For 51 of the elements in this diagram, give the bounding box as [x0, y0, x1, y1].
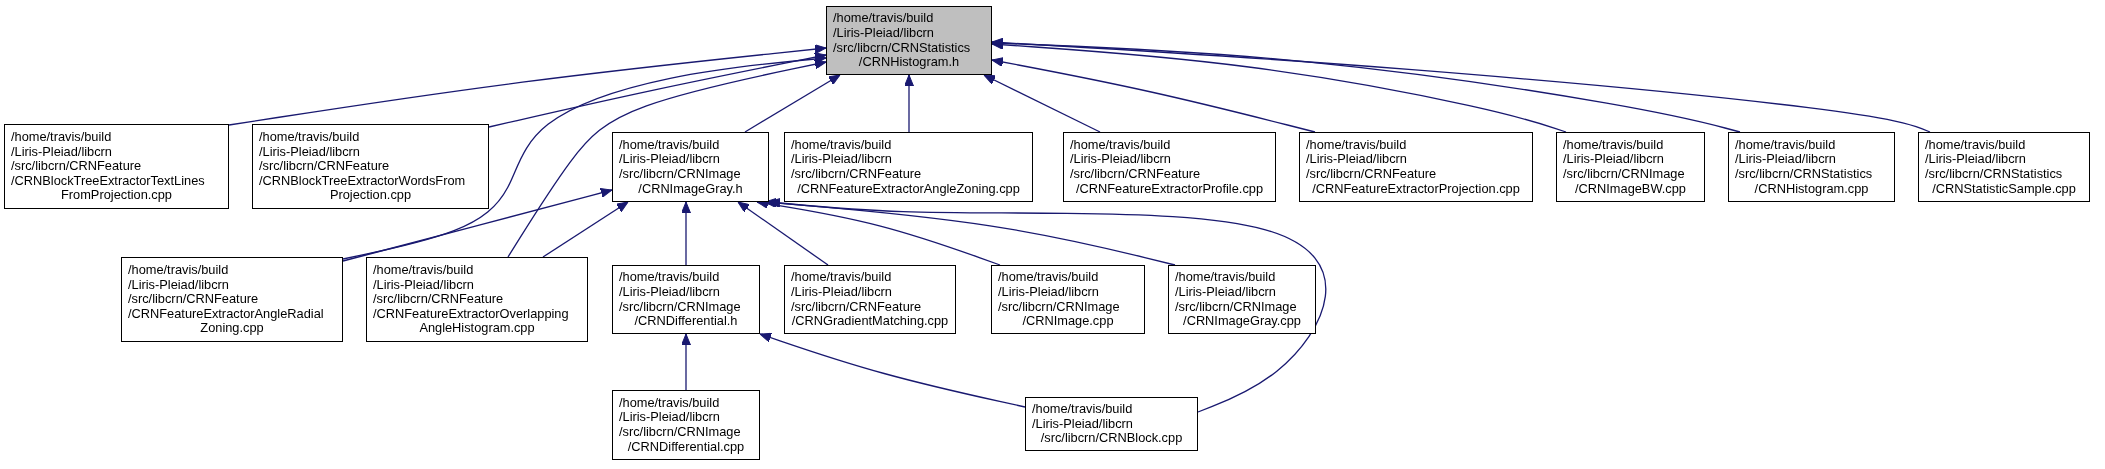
arrow — [681, 201, 691, 266]
file-path: /home/travis/build /Liris-Pleiad/libcrn /src/libcrn/CRNFeature /CRNFeatureExtractorProfile.cpp — [1070, 137, 1264, 197]
file-box — [1556, 132, 1705, 202]
arrow — [991, 57, 1316, 133]
arrow — [542, 201, 629, 258]
file-path: /home/travis/build /Liris-Pleiad/libcrn /src/libcrn/CRNFeature /CRNFeatureExtractorProjection.cpp — [1306, 137, 1521, 197]
file-box — [252, 124, 489, 209]
file-path: /home/travis/build /Liris-Pleiad/libcrn /src/libcrn/CRNFeature /CRNBlockTreeExtractorWordsFrom Projection.cpp — [259, 130, 467, 203]
file-box — [826, 6, 992, 75]
arrow — [744, 74, 841, 133]
file-path: /home/travis/build /Liris-Pleiad/libcrn /src/libcrn/CRNImage /CRNDifferential.cpp — [619, 395, 746, 455]
file-box — [991, 265, 1145, 334]
file-path: /home/travis/build /Liris-Pleiad/libcrn /src/libcrn/CRNImage /CRNDifferential.h — [619, 270, 742, 329]
file-box — [784, 265, 956, 334]
file-box — [612, 265, 760, 334]
file-box — [1918, 132, 2090, 202]
arrow — [488, 52, 827, 128]
file-path: /home/travis/build /Liris-Pleiad/libcrn /src/libcrn/CRNImage /CRNImage.cpp — [998, 270, 1121, 329]
arrow — [342, 54, 827, 260]
file-box — [612, 390, 760, 460]
arrow — [681, 333, 691, 391]
file-box — [4, 124, 229, 209]
file-box — [1063, 132, 1276, 202]
file-path: /home/travis/build /Liris-Pleiad/libcrn /src/libcrn/CRNImage /CRNImageGray.h — [619, 137, 744, 197]
file-box — [1168, 265, 1316, 334]
file-path: /home/travis/build /Liris-Pleiad/libcrn /src/libcrn/CRNFeature /CRNFeatureExtractorAngleZoning.cpp — [791, 137, 1021, 197]
file-path: /home/travis/build /Liris-Pleiad/libcrn /src/libcrn/CRNFeature /CRNFeatureExtractorOverlapping AngleHistogram.cpp — [373, 263, 570, 336]
file-path: /home/travis/build /Liris-Pleiad/libcrn /src/libcrn/CRNStatistics /CRNHistogram.cpp — [1735, 137, 1874, 197]
file-path: /home/travis/build /Liris-Pleiad/libcrn /src/libcrn/CRNStatistics /CRNStatisticSample.cpp — [1925, 137, 2077, 197]
arrow — [342, 187, 613, 262]
file-box — [1728, 132, 1895, 202]
file-box — [1025, 397, 1198, 451]
arrow — [904, 74, 914, 133]
file-path: /home/travis/build /Liris-Pleiad/libcrn /src/libcrn/CRNBlock.cpp — [1032, 402, 1184, 446]
file-box — [612, 132, 769, 202]
arrow — [759, 332, 1026, 408]
arrow — [991, 37, 1931, 133]
file-box — [121, 257, 343, 342]
file-path: /home/travis/build /Liris-Pleiad/libcrn /src/libcrn/CRNImage /CRNImageBW.cpp — [1563, 137, 1687, 197]
file-box — [366, 257, 588, 342]
file-path: /home/travis/build /Liris-Pleiad/libcrn /src/libcrn/CRNImage /CRNImageGray.cpp — [1175, 270, 1302, 329]
file-path: /home/travis/build /Liris-Pleiad/libcrn /src/libcrn/CRNFeature /CRNBlockTreeExtractorTextLines FromProjection.cpp — [11, 130, 206, 203]
file-box — [1299, 132, 1533, 202]
arrow — [737, 201, 829, 266]
file-path: /home/travis/build /Liris-Pleiad/libcrn /src/libcrn/CRNFeature /CRNGradientMatching.cpp — [791, 270, 949, 329]
arrow — [507, 59, 827, 258]
arrow — [228, 44, 827, 126]
arrow — [983, 74, 1101, 133]
file-path: /home/travis/build /Liris-Pleiad/libcrn /src/libcrn/CRNFeature /CRNFeatureExtractorAngleRadial Zoning.cpp — [128, 263, 325, 336]
file-box — [784, 132, 1033, 202]
file-path: /home/travis/build /Liris-Pleiad/libcrn /src/libcrn/CRNStatistics /CRNHistogram.h — [833, 11, 972, 70]
